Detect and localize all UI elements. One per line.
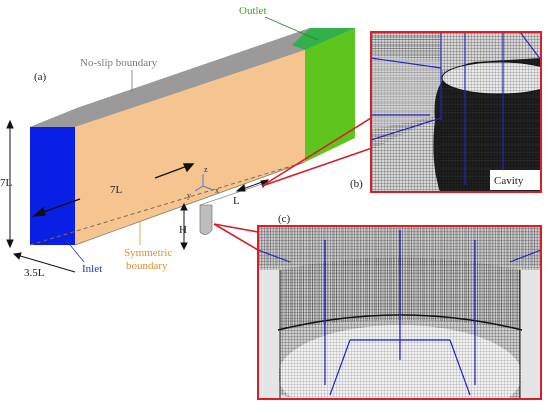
symmetric-label-line1: Symmetric [124,247,172,259]
axis-x-label: x [215,186,219,195]
symmetric-label-line2: boundary [126,260,168,272]
inlet-label: Inlet [82,263,102,275]
dim-height-label: 7L [0,177,13,189]
axis-z-label: z [204,165,208,174]
inset-b-cavity-mesh: Cavity [370,31,542,193]
cavity-label: Cavity [494,175,524,187]
panel-c-label: (c) [278,213,291,225]
panel-a-label: (a) [34,71,47,83]
panel-b-label: (b) [350,178,363,190]
dim-l-label: L [233,195,240,207]
outlet-label: Outlet [239,5,267,17]
flow-arrows [31,163,195,217]
noslip-label: No-slip boundary [80,57,158,69]
inlet-face [30,127,75,245]
cavity-shape [199,204,213,235]
inset-c-cavity-bottom-mesh [257,225,542,400]
dim-h-label: H [179,224,187,236]
outlet-face [305,28,355,162]
dim-length-label: 7L [110,184,123,196]
domain-box [29,28,355,246]
dimension-lines [6,119,270,273]
dim-width-label: 3.5L [24,267,45,279]
coordinate-axes [194,174,214,192]
outlet-top-strip [292,28,355,50]
axis-y-label: y [187,191,191,200]
side-face-symmetric [75,50,305,245]
